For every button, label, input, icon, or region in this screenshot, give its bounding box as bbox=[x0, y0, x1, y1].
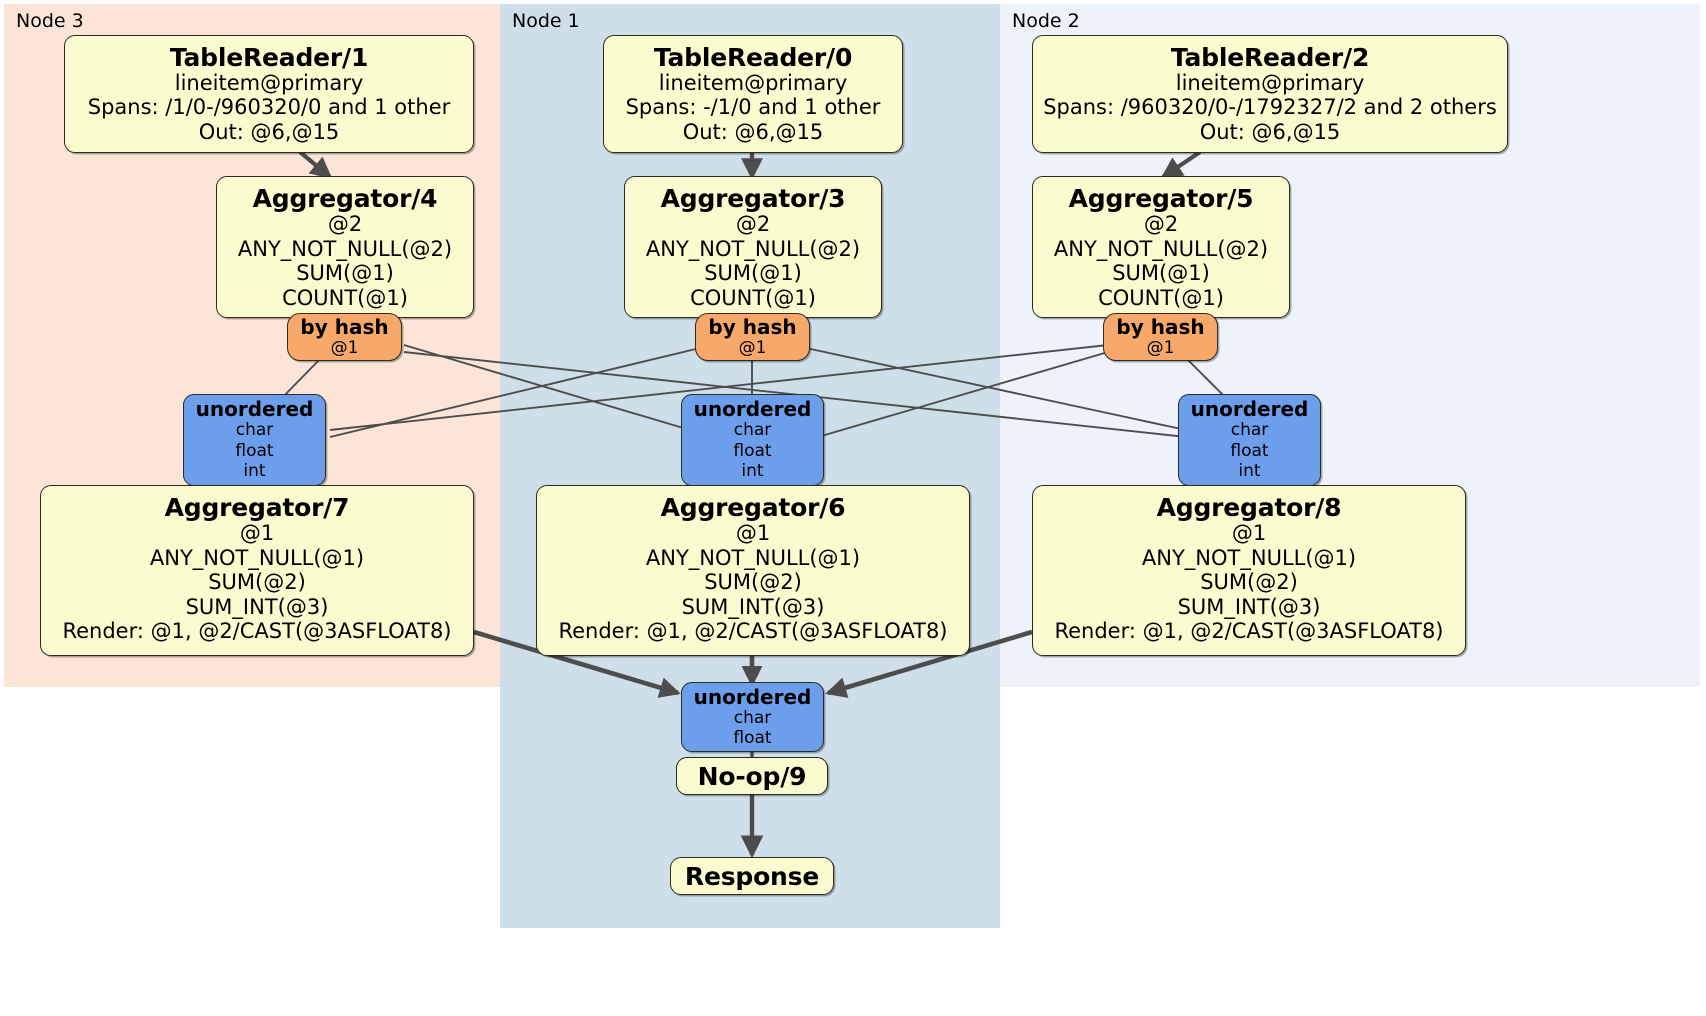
router-detail-line: @1 bbox=[330, 337, 359, 358]
router-title: unordered bbox=[693, 397, 812, 422]
processor-render-line: Render: @1, @2/CAST(@3ASFLOAT8) bbox=[558, 619, 948, 644]
processor-aggregator-4[interactable]: Aggregator/4 @2 ANY_NOT_NULL(@2) SUM(@1)… bbox=[216, 176, 474, 318]
processor-table-reader-0[interactable]: TableReader/0 lineitem@primary Spans: -/… bbox=[603, 35, 903, 153]
processor-detail-line: Out: @6,@15 bbox=[1199, 119, 1341, 144]
router-detail-line: float bbox=[235, 440, 274, 461]
processor-title: Aggregator/6 bbox=[660, 493, 846, 522]
router-unordered-left[interactable]: unordered char float int bbox=[183, 394, 326, 486]
processor-detail-line: COUNT(@1) bbox=[282, 285, 408, 310]
processor-detail-line: ANY_NOT_NULL(@2) bbox=[1053, 236, 1269, 261]
router-detail-line: char bbox=[235, 420, 274, 441]
processor-detail-line: Spans: -/1/0 and 1 other bbox=[625, 95, 881, 120]
router-unordered-final[interactable]: unordered char float bbox=[681, 682, 824, 752]
processor-detail-line: ANY_NOT_NULL(@1) bbox=[149, 545, 365, 570]
processor-title: Aggregator/3 bbox=[660, 184, 846, 213]
processor-detail-line: lineitem@primary bbox=[174, 70, 364, 95]
router-detail-line: @1 bbox=[738, 337, 767, 358]
router-detail-line: char bbox=[733, 707, 772, 728]
router-unordered-mid[interactable]: unordered char float int bbox=[681, 394, 824, 486]
processor-detail-line: Spans: /1/0-/960320/0 and 1 other bbox=[87, 95, 451, 120]
router-detail-line: int bbox=[741, 461, 764, 482]
processor-aggregator-3[interactable]: Aggregator/3 @2 ANY_NOT_NULL(@2) SUM(@1)… bbox=[624, 176, 882, 318]
router-detail-line: char bbox=[733, 420, 772, 441]
processor-title: Aggregator/5 bbox=[1068, 184, 1254, 213]
processor-detail-line: ANY_NOT_NULL(@1) bbox=[1141, 545, 1357, 570]
processor-render-line: Render: @1, @2/CAST(@3ASFLOAT8) bbox=[1054, 619, 1444, 644]
processor-response[interactable]: Response bbox=[670, 857, 834, 895]
processor-no-op-9[interactable]: No-op/9 bbox=[676, 757, 828, 795]
node-panel-label-node-2: Node 2 bbox=[1012, 10, 1080, 32]
processor-detail-line: COUNT(@1) bbox=[1098, 285, 1224, 310]
processor-detail-line: @2 bbox=[1143, 212, 1179, 236]
processor-title: TableReader/0 bbox=[653, 42, 853, 72]
processor-aggregator-8[interactable]: Aggregator/8 @1 ANY_NOT_NULL(@1) SUM(@2)… bbox=[1032, 485, 1466, 656]
router-detail-line: float bbox=[1230, 440, 1269, 461]
processor-table-reader-2[interactable]: TableReader/2 lineitem@primary Spans: /9… bbox=[1032, 35, 1508, 153]
processor-title: TableReader/2 bbox=[1170, 42, 1370, 72]
router-detail-line: int bbox=[1238, 461, 1261, 482]
processor-detail-line: SUM(@2) bbox=[208, 570, 306, 595]
processor-detail-line: SUM_INT(@3) bbox=[1177, 594, 1321, 619]
processor-detail-line: SUM(@1) bbox=[1112, 261, 1210, 286]
router-detail-line: float bbox=[733, 728, 772, 748]
router-title: by hash bbox=[300, 314, 389, 339]
router-by-hash-right[interactable]: by hash @1 bbox=[1103, 313, 1218, 361]
processor-detail-line: ANY_NOT_NULL(@1) bbox=[645, 545, 861, 570]
processor-aggregator-5[interactable]: Aggregator/5 @2 ANY_NOT_NULL(@2) SUM(@1)… bbox=[1032, 176, 1290, 318]
router-title: unordered bbox=[195, 397, 314, 422]
processor-detail-line: SUM(@1) bbox=[704, 261, 802, 286]
processor-detail-line: COUNT(@1) bbox=[690, 285, 816, 310]
processor-aggregator-6[interactable]: Aggregator/6 @1 ANY_NOT_NULL(@1) SUM(@2)… bbox=[536, 485, 970, 656]
router-by-hash-mid[interactable]: by hash @1 bbox=[695, 313, 810, 361]
processor-render-line: Render: @1, @2/CAST(@3ASFLOAT8) bbox=[62, 619, 452, 644]
router-title: by hash bbox=[708, 314, 797, 339]
router-detail-line: int bbox=[243, 461, 266, 482]
router-by-hash-left[interactable]: by hash @1 bbox=[287, 313, 402, 361]
processor-detail-line: Spans: /960320/0-/1792327/2 and 2 others bbox=[1043, 95, 1497, 120]
processor-detail-line: SUM(@2) bbox=[1200, 570, 1298, 595]
processor-detail-line: Out: @6,@15 bbox=[682, 119, 824, 144]
processor-detail-line: @1 bbox=[239, 521, 275, 545]
processor-detail-line: @2 bbox=[327, 212, 363, 236]
processor-title: TableReader/1 bbox=[169, 42, 369, 72]
processor-detail-line: ANY_NOT_NULL(@2) bbox=[645, 236, 861, 261]
processor-table-reader-1[interactable]: TableReader/1 lineitem@primary Spans: /1… bbox=[64, 35, 474, 153]
router-detail-line: float bbox=[733, 440, 772, 461]
node-panel-label-node-3: Node 3 bbox=[16, 10, 84, 32]
processor-detail-line: SUM_INT(@3) bbox=[681, 594, 825, 619]
router-detail-line: @1 bbox=[1146, 337, 1175, 358]
node-panel-label-node-1: Node 1 bbox=[512, 10, 580, 32]
processor-title: No-op/9 bbox=[697, 761, 807, 791]
processor-detail-line: @2 bbox=[735, 212, 771, 236]
processor-detail-line: Out: @6,@15 bbox=[198, 119, 340, 144]
processor-detail-line: SUM(@1) bbox=[296, 261, 394, 286]
processor-detail-line: lineitem@primary bbox=[658, 70, 848, 95]
router-detail-line: char bbox=[1230, 420, 1269, 441]
processor-detail-line: ANY_NOT_NULL(@2) bbox=[237, 236, 453, 261]
router-title: unordered bbox=[1190, 397, 1309, 422]
router-title: by hash bbox=[1116, 314, 1205, 339]
processor-detail-line: lineitem@primary bbox=[1175, 70, 1365, 95]
processor-title: Aggregator/8 bbox=[1156, 493, 1342, 522]
processor-detail-line: SUM_INT(@3) bbox=[185, 594, 329, 619]
processor-aggregator-7[interactable]: Aggregator/7 @1 ANY_NOT_NULL(@1) SUM(@2)… bbox=[40, 485, 474, 656]
processor-title: Aggregator/4 bbox=[252, 184, 438, 213]
router-unordered-right[interactable]: unordered char float int bbox=[1178, 394, 1321, 486]
processor-title: Aggregator/7 bbox=[164, 493, 350, 522]
processor-title: Response bbox=[684, 861, 820, 891]
processor-detail-line: SUM(@2) bbox=[704, 570, 802, 595]
router-title: unordered bbox=[693, 684, 812, 709]
processor-detail-line: @1 bbox=[1231, 521, 1267, 545]
processor-detail-line: @1 bbox=[735, 521, 771, 545]
